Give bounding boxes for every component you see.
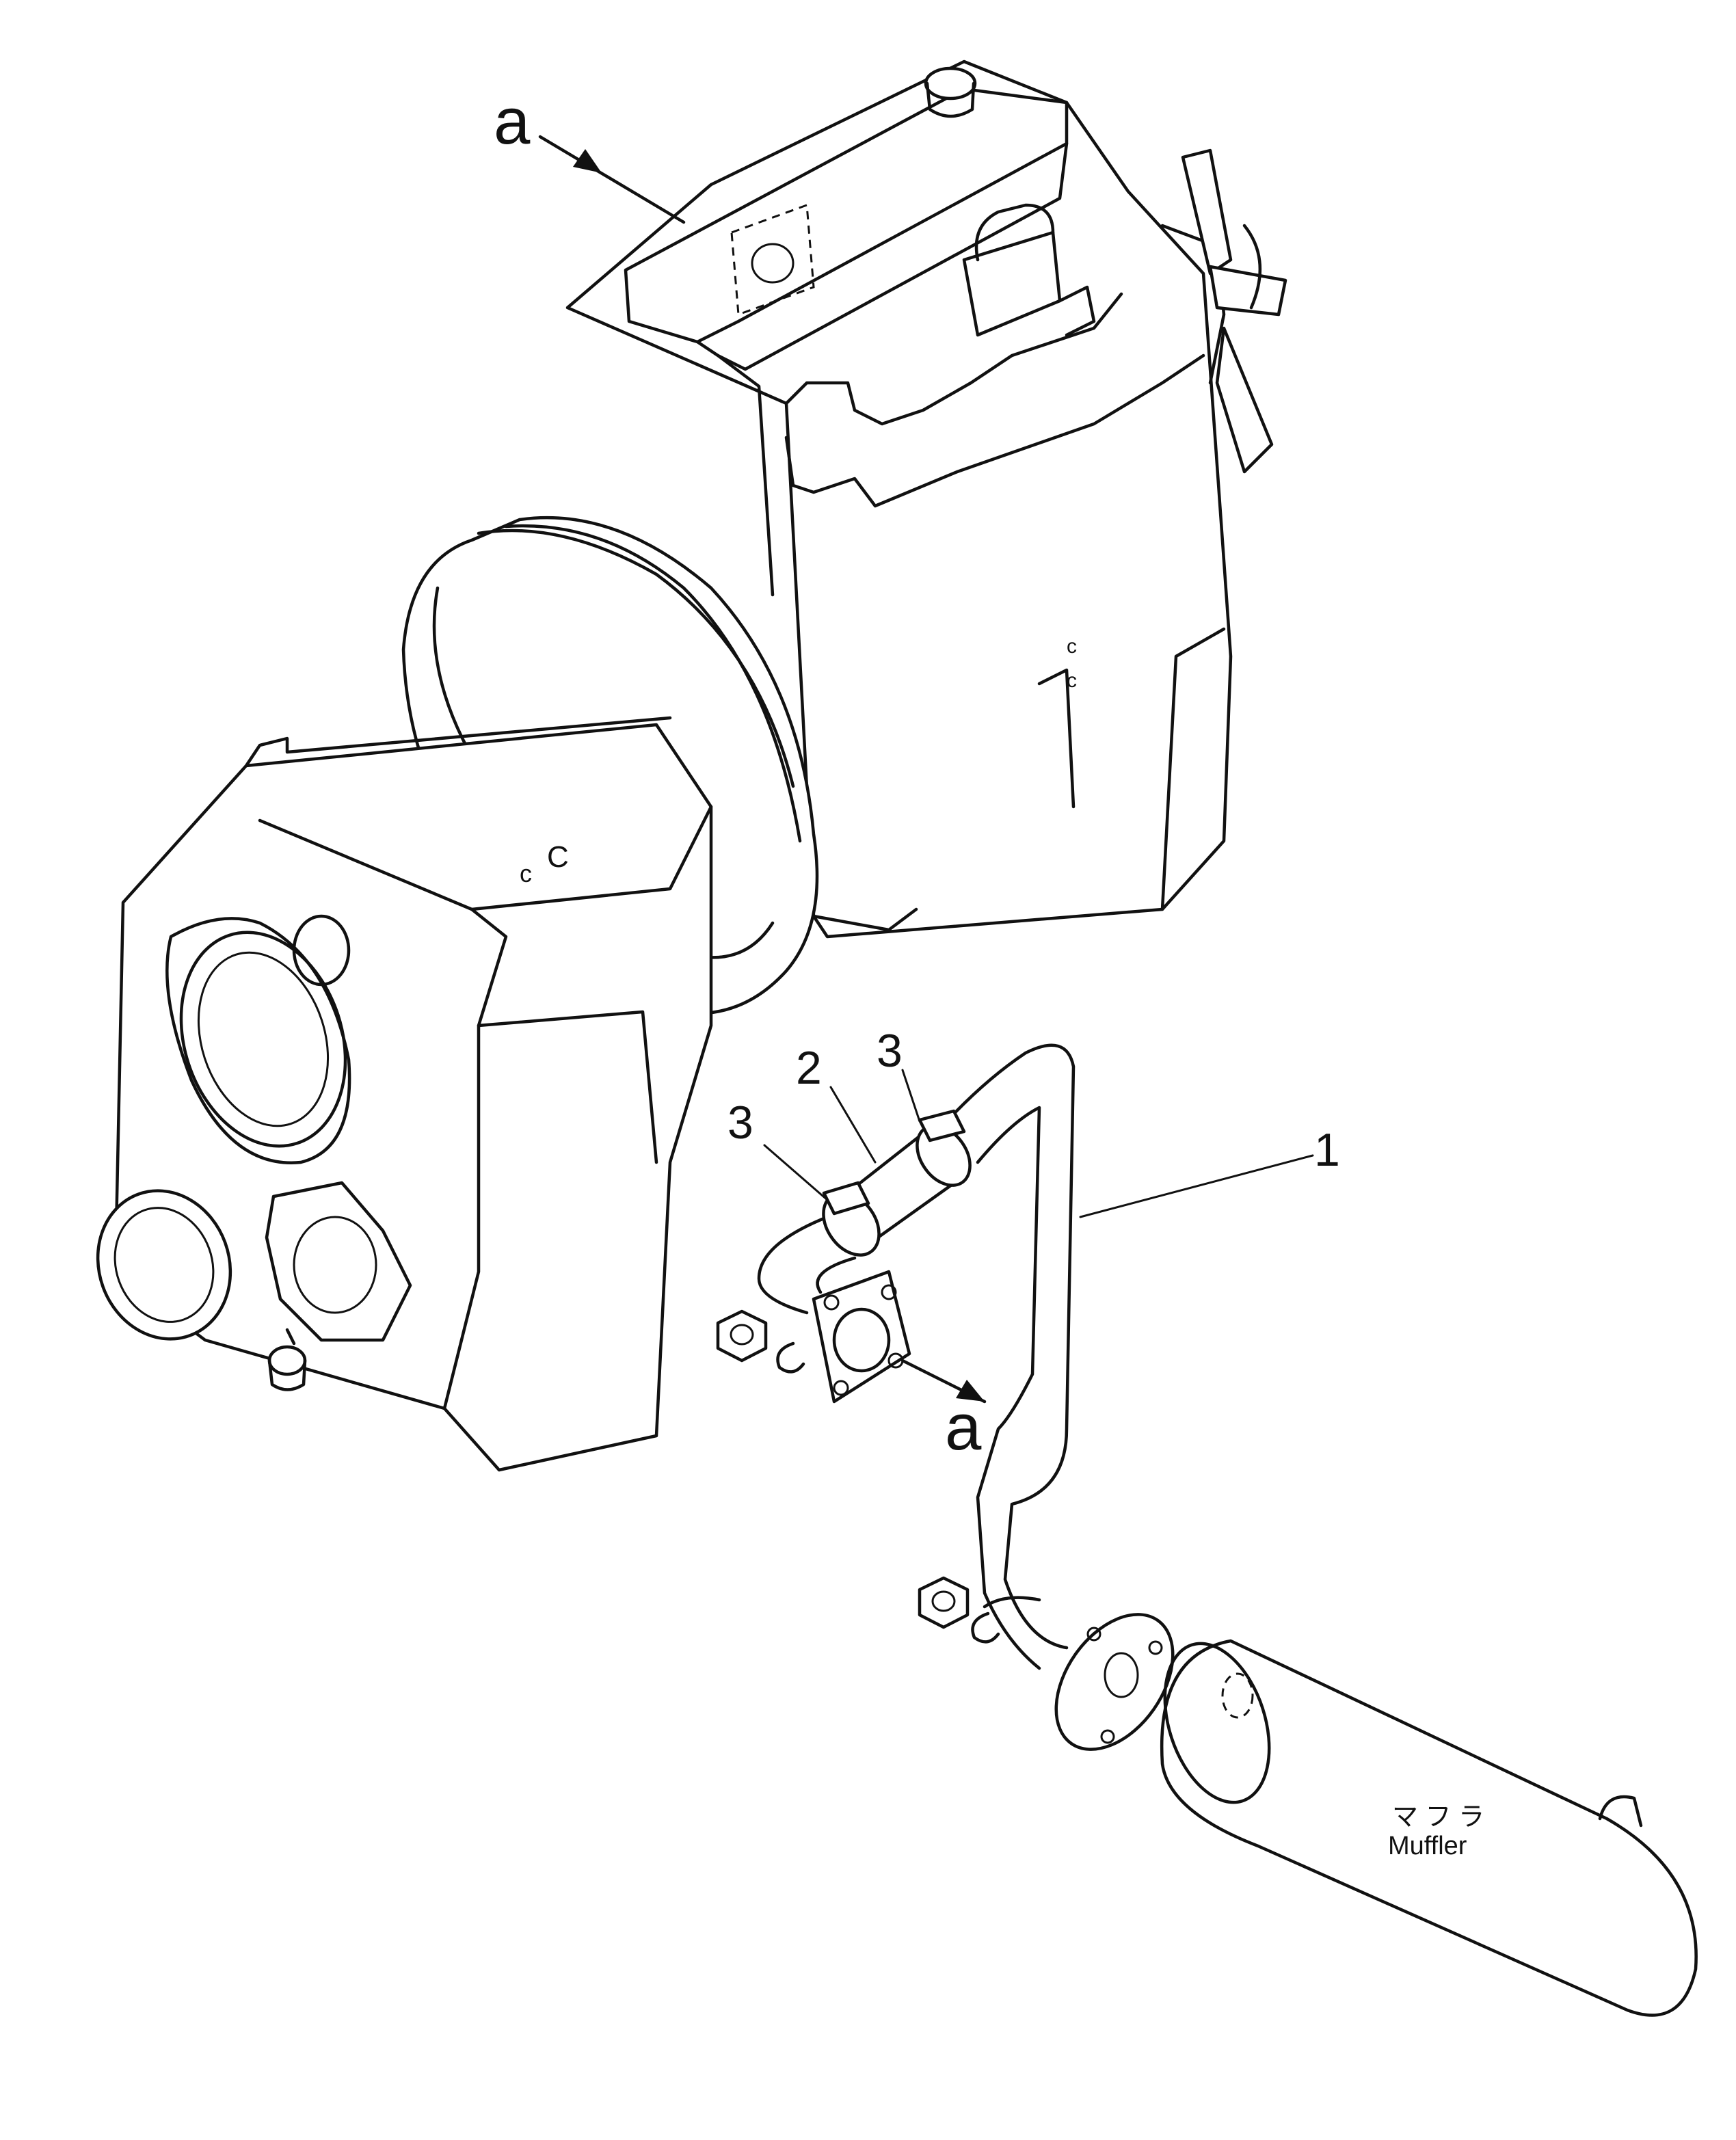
view-arrow-a-top: a: [494, 85, 686, 224]
callout-label-1: 1: [1314, 1124, 1340, 1176]
callout-label-3-right: 3: [877, 1025, 903, 1077]
muffler: マ フ ラ Muffler: [1160, 1639, 1698, 2017]
svg-text:c: c: [520, 859, 532, 887]
callout-part-3-left: 3: [727, 1097, 829, 1201]
hose-clamp-left: [822, 1181, 881, 1257]
callout-label-3-left: 3: [727, 1097, 753, 1149]
callout-label-2: 2: [796, 1042, 822, 1094]
callout-part-2: 2: [796, 1042, 877, 1164]
svg-text:c: c: [1067, 635, 1077, 658]
nut-lower: [918, 1576, 970, 1629]
svg-text:C: C: [547, 840, 569, 874]
callout-part-3-right: 3: [877, 1025, 921, 1123]
washer-lower: [971, 1611, 1000, 1644]
view-arrow-a-bottom: a: [900, 1359, 987, 1464]
muffler-label-en: Muffler: [1388, 1832, 1467, 1860]
engine-assembly: c c: [565, 59, 1287, 939]
callout-part-1: 1: [1079, 1124, 1340, 1218]
svg-text:c: c: [1067, 669, 1077, 692]
washer-upper: [776, 1341, 805, 1374]
view-label-a-bottom: a: [945, 1391, 982, 1464]
hose-clamp-right: [916, 1109, 972, 1187]
view-label-a-top: a: [494, 85, 531, 158]
nut-upper: [716, 1309, 768, 1363]
exhaust-pipe: [757, 1043, 1175, 1751]
transmission-case: c C: [96, 716, 713, 1472]
muffler-label-jp: マ フ ラ: [1392, 1803, 1484, 1832]
